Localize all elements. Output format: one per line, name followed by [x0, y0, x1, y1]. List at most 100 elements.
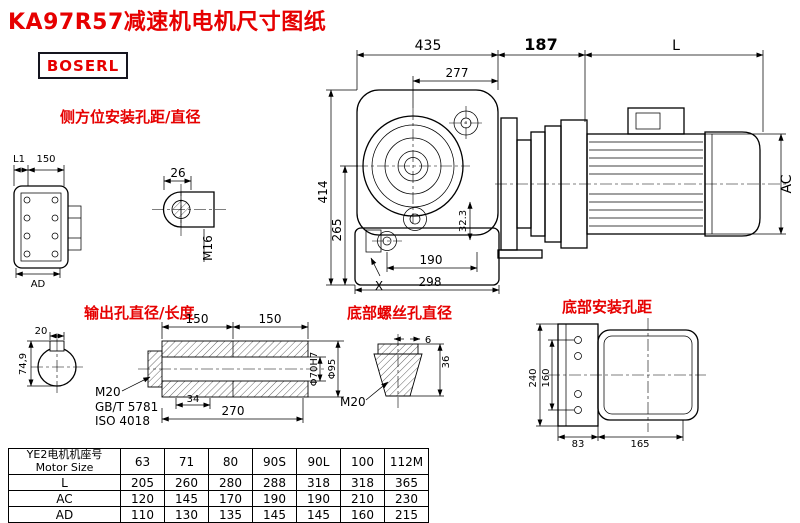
motor-size-table: YE2电机机座号 Motor Size 63 71 80 90S 90L 100…: [8, 447, 429, 523]
size-col: 90S: [252, 447, 297, 476]
dim-435: 435: [415, 38, 442, 54]
page-title: KA97R57减速机电机尺寸图纸: [8, 10, 327, 35]
dim-20: 20: [35, 326, 48, 337]
cell: 145: [252, 506, 297, 523]
size-col: 90L: [296, 447, 341, 476]
table-header-cell: YE2电机机座号 Motor Size: [8, 447, 121, 476]
cell: 288: [252, 474, 297, 492]
dim-150-flange: 150: [36, 154, 55, 165]
cell: 205: [120, 474, 165, 492]
row-label: L: [8, 474, 121, 492]
dim-240: 240: [528, 368, 539, 387]
gearbox-base: [354, 227, 500, 286]
dim-M20-shaft: M20: [95, 385, 121, 399]
dim-270: 270: [222, 404, 245, 418]
cell: 145: [296, 506, 341, 523]
dim-150-b: 150: [259, 312, 282, 326]
row-label: AC: [8, 490, 121, 508]
dim-277: 277: [446, 66, 469, 80]
dim-6: 6: [425, 335, 431, 346]
dim-414: 414: [316, 181, 330, 204]
gearbox-housing: [356, 89, 499, 236]
cell: 190: [296, 490, 341, 508]
cell: 365: [384, 474, 429, 492]
label-bottom-screw: 底部螺丝孔直径: [347, 304, 452, 322]
dim-165: 165: [630, 439, 649, 448]
technical-drawing: 435 187 L 277 414 265: [13, 35, 795, 448]
flange-tab: [67, 205, 82, 251]
label-side-mount: 侧方位安装孔距/直径: [60, 108, 200, 126]
size-col: 100: [340, 447, 385, 476]
dim-74-9: 74,9: [18, 353, 29, 375]
fan-cover: [704, 131, 761, 237]
dim-32-3: 32.3: [458, 210, 469, 232]
dim-150-a: 150: [186, 312, 209, 326]
dim-160: 160: [541, 368, 552, 387]
table-row-L: L 205 260 280 288 318 318 365: [8, 474, 429, 492]
foot-detail: [365, 229, 382, 253]
cell: 260: [164, 474, 209, 492]
shaft-section-top: [161, 340, 309, 358]
table-header-en: Motor Size: [35, 460, 94, 474]
dim-187: 187: [524, 35, 557, 54]
size-col: 71: [164, 447, 209, 476]
shaft-section-bottom: [161, 380, 309, 398]
cell: 135: [208, 506, 253, 523]
mount-holes: [574, 336, 582, 414]
pin-body: [162, 191, 215, 228]
dim-34: 34: [187, 394, 200, 405]
bottom-mount-view: 底部安装孔距 240 160 83 165: [528, 298, 706, 448]
dim-AC: AC: [779, 174, 795, 193]
cell: 210: [340, 490, 385, 508]
dim-L1: L1: [13, 154, 25, 165]
flange-view: L1 150 AD: [13, 154, 82, 290]
top-dimensions: 435 187 L 277: [356, 35, 764, 132]
row-label: AD: [8, 506, 121, 523]
dim-265: 265: [330, 219, 344, 242]
front-view: 414 265 190 298 X 32.3: [316, 89, 500, 294]
dim-phi70: Φ70H7: [309, 352, 320, 386]
flange-holes: [23, 196, 59, 258]
dim-190: 190: [420, 253, 443, 267]
flange-outline: [13, 185, 69, 269]
gearbox-foot: [497, 249, 543, 259]
screw-detail: 底部螺丝孔直径 6 36 M20: [340, 304, 452, 409]
cell: 160: [340, 506, 385, 523]
size-col: 63: [120, 447, 165, 476]
table-row-AD: AD 110 130 135 145 145 160 215: [8, 506, 429, 523]
pin-detail: 侧方位安装孔距/直径 26 M16: [60, 108, 226, 262]
table-header-row: YE2电机机座号 Motor Size 63 71 80 90S 90L 100…: [8, 447, 429, 476]
label-bottom-mount: 底部安装孔距: [562, 298, 652, 316]
bolt-hole: [403, 207, 427, 231]
cell: 215: [384, 506, 429, 523]
brand-logo: BOSERL: [38, 52, 128, 79]
motor-fins: [589, 141, 703, 227]
cell: 145: [164, 490, 209, 508]
std-gbt: GB/T 5781: [95, 400, 158, 414]
output-shaft-detail: 输出孔直径/长度 20 74,9 150 150 34 270: [18, 304, 344, 428]
dim-M16: M16: [201, 235, 215, 261]
side-view: AC: [495, 107, 795, 259]
dim-phi95: Φ95: [327, 359, 338, 380]
dim-26: 26: [170, 166, 185, 180]
dim-L: L: [672, 38, 680, 54]
cell: 190: [252, 490, 297, 508]
dim-M20-screw: M20: [340, 395, 366, 409]
label-output-hole: 输出孔直径/长度: [84, 304, 195, 322]
dim-X: X: [375, 279, 383, 293]
cell: 280: [208, 474, 253, 492]
table-row-AC: AC 120 145 170 190 190 210 230: [8, 490, 429, 508]
size-col: 80: [208, 447, 253, 476]
cell: 230: [384, 490, 429, 508]
std-iso: ISO 4018: [95, 414, 150, 428]
dim-83: 83: [572, 439, 585, 448]
cell: 318: [296, 474, 341, 492]
cell: 170: [208, 490, 253, 508]
cell: 130: [164, 506, 209, 523]
dim-298: 298: [419, 275, 442, 289]
cell: 120: [120, 490, 165, 508]
dim-36: 36: [441, 356, 452, 369]
terminal-box: [627, 107, 685, 135]
size-col: 112M: [384, 447, 429, 476]
cell: 318: [340, 474, 385, 492]
